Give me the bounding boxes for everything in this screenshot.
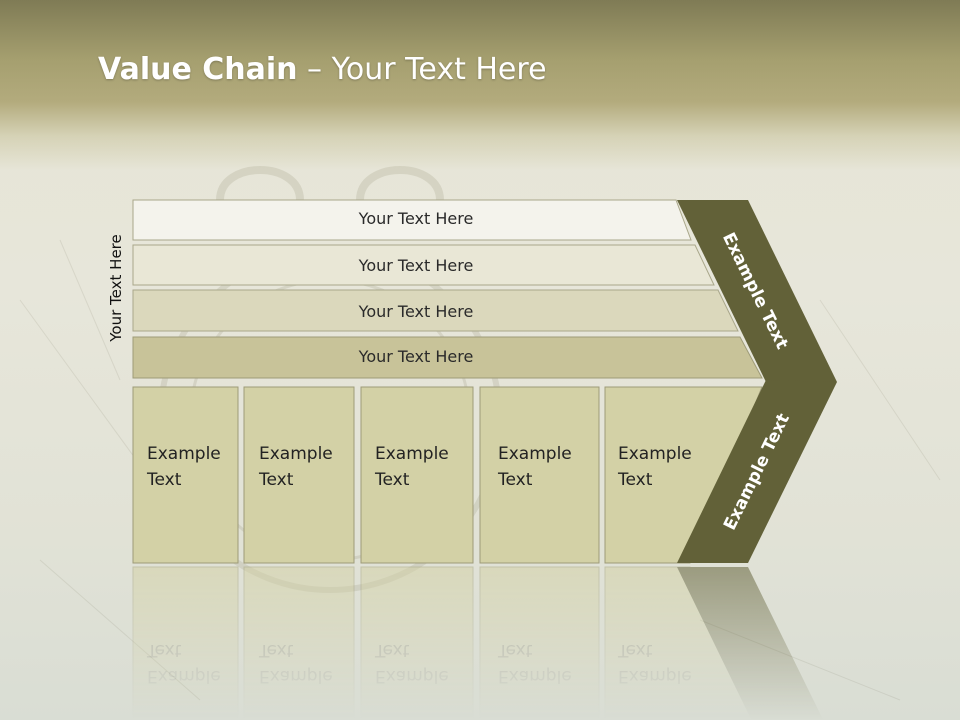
svg-text:Text: Text (497, 640, 533, 660)
row-label-4: Your Text Here (358, 347, 474, 366)
row-bar-2 (132, 244, 715, 286)
row-label-3: Your Text Here (358, 302, 474, 321)
svg-text:Example: Example (375, 666, 449, 686)
columns: Example Text Example Text Example Text E… (132, 386, 763, 564)
title-band (0, 0, 960, 170)
svg-text:Text: Text (374, 640, 410, 660)
column-5-line-1: Example (618, 444, 692, 464)
chevron-upper (677, 200, 837, 382)
column-1-line-2: Text (146, 470, 182, 490)
column-box-3 (360, 386, 474, 564)
reflection: Example Text Example Text Example Text Exam… (132, 566, 824, 720)
svg-text:Example: Example (259, 666, 333, 686)
row-bar-1 (132, 199, 692, 241)
chevron-lower (677, 380, 837, 563)
chevron: Example Text Example Text (677, 200, 837, 563)
slide-title: Value Chain – Your Text Here (98, 52, 547, 87)
svg-text:Text: Text (146, 640, 182, 660)
svg-text:Example: Example (498, 666, 572, 686)
title-bold: Value Chain (98, 52, 298, 87)
column-1-line-1: Example (147, 444, 221, 464)
column-5-line-2: Text (617, 470, 653, 490)
column-2-line-2: Text (258, 470, 294, 490)
column-box-1 (132, 386, 239, 564)
row-label-1: Your Text Here (358, 209, 474, 228)
column-2-line-1: Example (259, 444, 333, 464)
row-bar-3 (132, 289, 739, 332)
svg-text:Text: Text (617, 640, 653, 660)
row-bars: Your Text Here Your Text Here Your Text … (132, 199, 763, 379)
row-label-2: Your Text Here (358, 256, 474, 275)
column-4-line-1: Example (498, 444, 572, 464)
title-rest: – Your Text Here (297, 52, 547, 87)
svg-text:Example: Example (618, 666, 692, 686)
row-bar-4 (132, 336, 763, 379)
svg-text:Text: Text (258, 640, 294, 660)
svg-text:Example: Example (147, 666, 221, 686)
column-4-line-2: Text (497, 470, 533, 490)
column-box-2 (243, 386, 355, 564)
column-3-line-2: Text (374, 470, 410, 490)
column-3-line-1: Example (375, 444, 449, 464)
column-box-4 (479, 386, 600, 564)
